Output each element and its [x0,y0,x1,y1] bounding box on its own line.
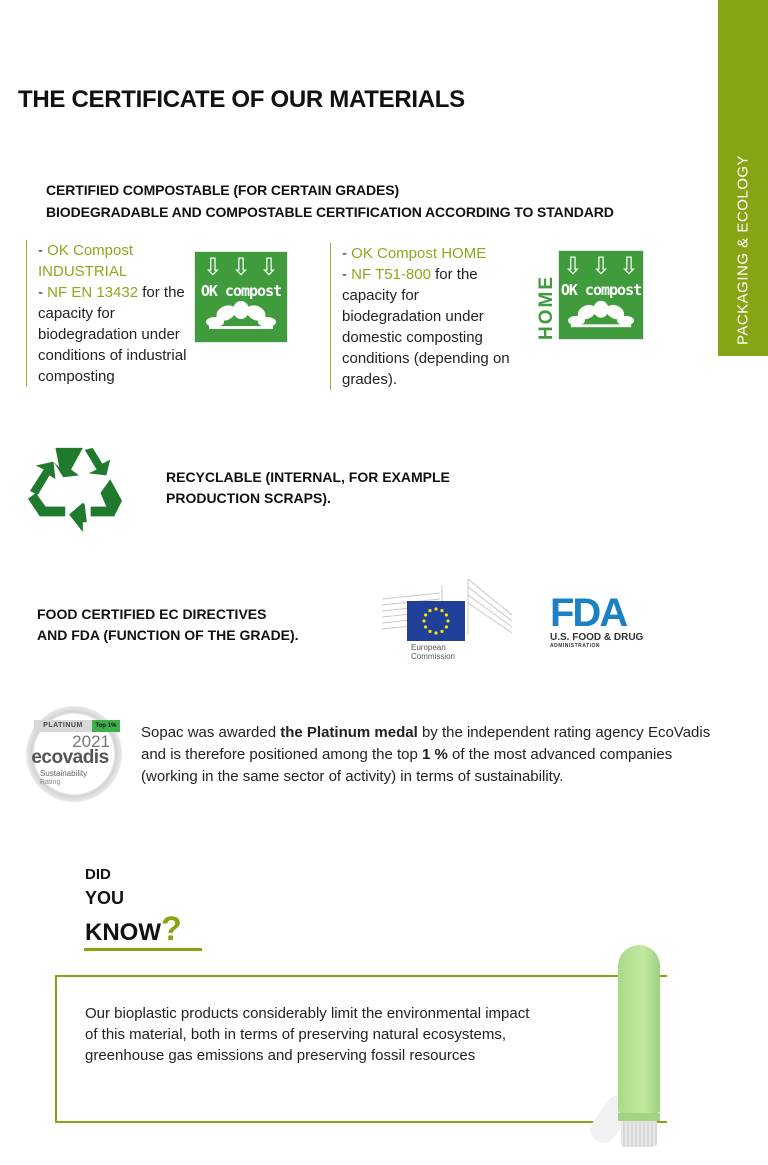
home-standard: NF T51-800 [351,266,431,283]
question-mark-icon: ? [160,910,182,948]
recycle-icon [28,447,122,533]
side-tab-label: PACKAGING & ECOLOGY [734,154,752,346]
industrial-cert-label: OK Compost INDUSTRIAL [38,242,134,280]
fda-logo: FDA U.S. FOOD & DRUG ADMINISTRATION [550,591,644,649]
flower-icon [206,301,276,329]
down-arrows-icon: ⇩⇩⇩ [562,253,640,280]
inhaler-tube-image [618,945,660,1150]
home-cert-label: OK Compost HOME [351,245,487,262]
recyclable-text: RECYCLABLE (INTERNAL, FOR EXAMPLE PRODUC… [166,469,450,506]
fact-box [55,975,667,1123]
home-vertical-label: HOME [536,275,557,340]
industrial-standard: NF EN 13432 [47,284,139,301]
you-label: YOU [85,888,125,908]
page-title: THE CERTIFICATE OF OUR MATERIALS [18,86,465,113]
ecovadis-text: Sopac was awarded the Platinum medal by … [141,724,711,785]
home-description: for the capacity for biodegradation unde… [342,266,510,388]
ecovadis-medal: PLATINUM Top 1% 2021 ecovadis Sustainabi… [26,706,126,806]
did-label: DID [85,866,111,883]
european-commission-logo: European Commission [380,575,515,665]
down-arrows-icon: ⇩⇩⇩ [202,254,280,281]
fact-text: Our bioplastic products considerably lim… [85,1005,530,1064]
did-you-know-underline [84,948,202,951]
eu-flag-icon [407,601,465,641]
industrial-description: for the capacity for biodegradation unde… [38,284,187,385]
ok-compost-home-badge: ⇩⇩⇩ OK compost [558,250,644,340]
know-label: KNOW? [85,910,182,948]
side-tab: PACKAGING & ECOLOGY [718,0,768,356]
industrial-cert-text: - OK Compost INDUSTRIAL - NF EN 13432 fo… [26,240,188,387]
flower-icon [568,300,634,328]
compostable-heading-1: CERTIFIED COMPOSTABLE (FOR CERTAIN GRADE… [46,182,400,198]
ok-compost-industrial-badge: ⇩⇩⇩ OK compost [194,251,288,343]
food-certified-text: FOOD CERTIFIED EC DIRECTIVES AND FDA (FU… [37,606,299,643]
home-cert-text: - OK Compost HOME - NF T51-800 for the c… [330,243,512,390]
compostable-heading-2: BIODEGRADABLE AND COMPOSTABLE CERTIFICAT… [46,204,614,220]
